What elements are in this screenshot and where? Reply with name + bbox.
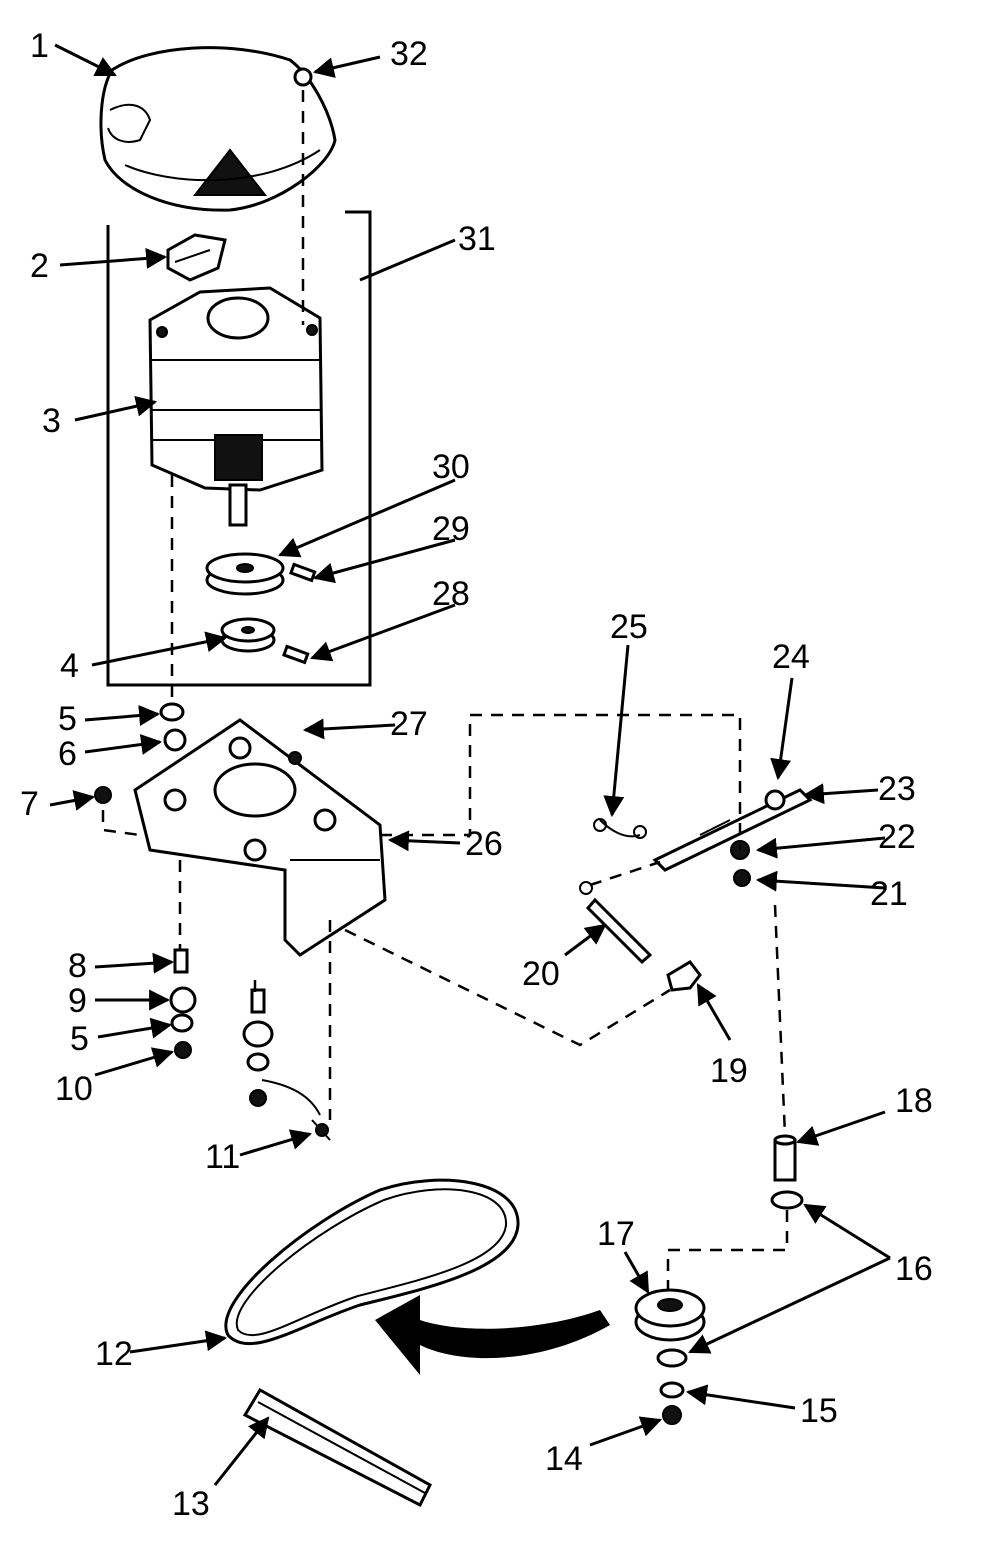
callout-15: 15 [800,1392,838,1430]
nut-14-part [662,1405,682,1425]
leader-lines [49,43,891,1486]
alignment-lines [101,90,789,1290]
callout-12: 12 [95,1335,133,1373]
motor-pulley-large-part [205,552,285,596]
idler-pulley-part [634,1288,706,1342]
washers-16-part [656,1190,804,1368]
callout-9: 9 [68,982,87,1020]
cover-nut-part [293,67,313,87]
stacked-hardware-parts [94,702,321,1116]
callout-14: 14 [545,1440,583,1478]
callout-16: 16 [895,1250,933,1288]
shoulder-stud-part [773,1134,797,1182]
callout-18: 18 [895,1082,933,1120]
callout-22: 22 [878,818,916,856]
direction-arrow [375,1295,610,1375]
callout-6: 6 [58,735,77,773]
clip-19-part [666,960,702,992]
callout-1: 1 [30,27,49,65]
callout-23: 23 [878,770,916,808]
washer-15-part [659,1381,685,1399]
callout-24: 24 [772,638,810,676]
motor-switch-part [166,233,227,282]
set-screw-28-part [282,644,310,665]
spring-25-part [593,818,647,839]
callout-19: 19 [710,1052,748,1090]
callout-10: 10 [55,1070,93,1108]
motor-pulley-small-part [220,617,276,653]
callout-20: 20 [522,955,560,993]
callout-26: 26 [465,825,503,863]
callout-21: 21 [870,875,908,913]
motor-bracket-outline [106,210,372,687]
callout-29: 29 [432,510,470,548]
idler-arm-part [652,788,813,887]
callout-8: 8 [68,947,87,985]
callout-13: 13 [172,1485,210,1523]
callout-25: 25 [610,608,648,646]
set-screw-29-part [289,562,317,583]
ground-wire-part [311,1119,331,1141]
callout-7: 7 [20,785,39,823]
callout-32: 32 [390,35,428,73]
belt-13-part [242,1387,432,1508]
callout-17: 17 [597,1215,635,1253]
callout-30: 30 [432,448,470,486]
callout-5: 5 [58,700,77,738]
callout-4: 4 [60,647,79,685]
drive-belt-12-part [224,1178,520,1346]
callout-11: 11 [205,1138,240,1176]
callout-3: 3 [42,402,61,440]
callout-2: 2 [30,247,49,285]
motor-part [148,286,324,527]
motor-mount-plate-part [133,718,387,957]
callout-27: 27 [390,705,428,743]
callout-31: 31 [458,220,496,258]
spring-20-part [579,881,653,965]
callout-5-lower: 5 [70,1020,89,1058]
callout-labels: 1 2 3 4 5 6 7 8 9 5 10 11 12 13 14 15 16… [20,27,933,1523]
callout-28: 28 [432,575,470,613]
